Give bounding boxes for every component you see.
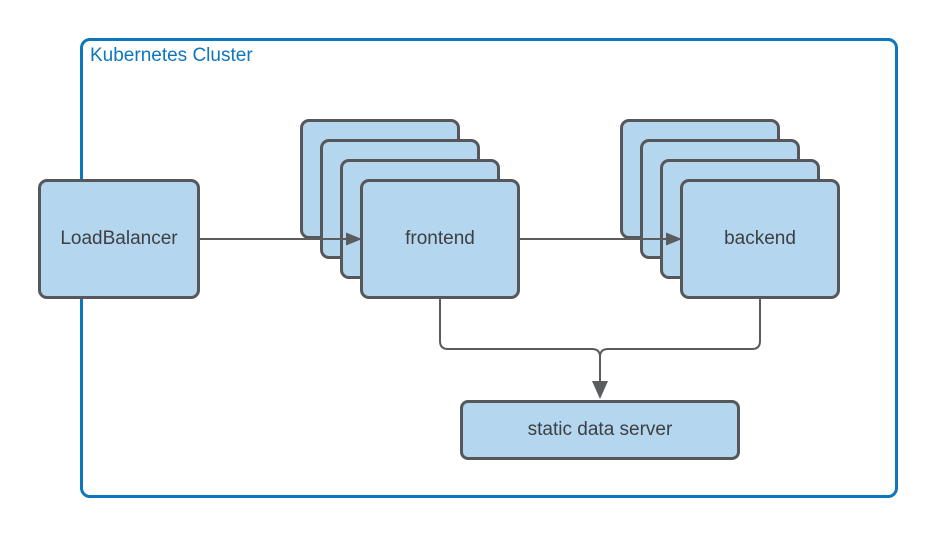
node-backend[interactable]: backend [680,179,840,299]
static-data-server-label: static data server [527,419,673,440]
node-loadbalancer[interactable]: LoadBalancer [38,179,200,299]
cluster-label: Kubernetes Cluster [90,45,253,66]
node-static-data-server[interactable]: static data server [460,400,740,460]
backend-label: backend [724,228,796,249]
frontend-label: frontend [405,228,475,249]
loadbalancer-label: LoadBalancer [60,228,178,249]
node-frontend[interactable]: frontend [360,179,520,299]
